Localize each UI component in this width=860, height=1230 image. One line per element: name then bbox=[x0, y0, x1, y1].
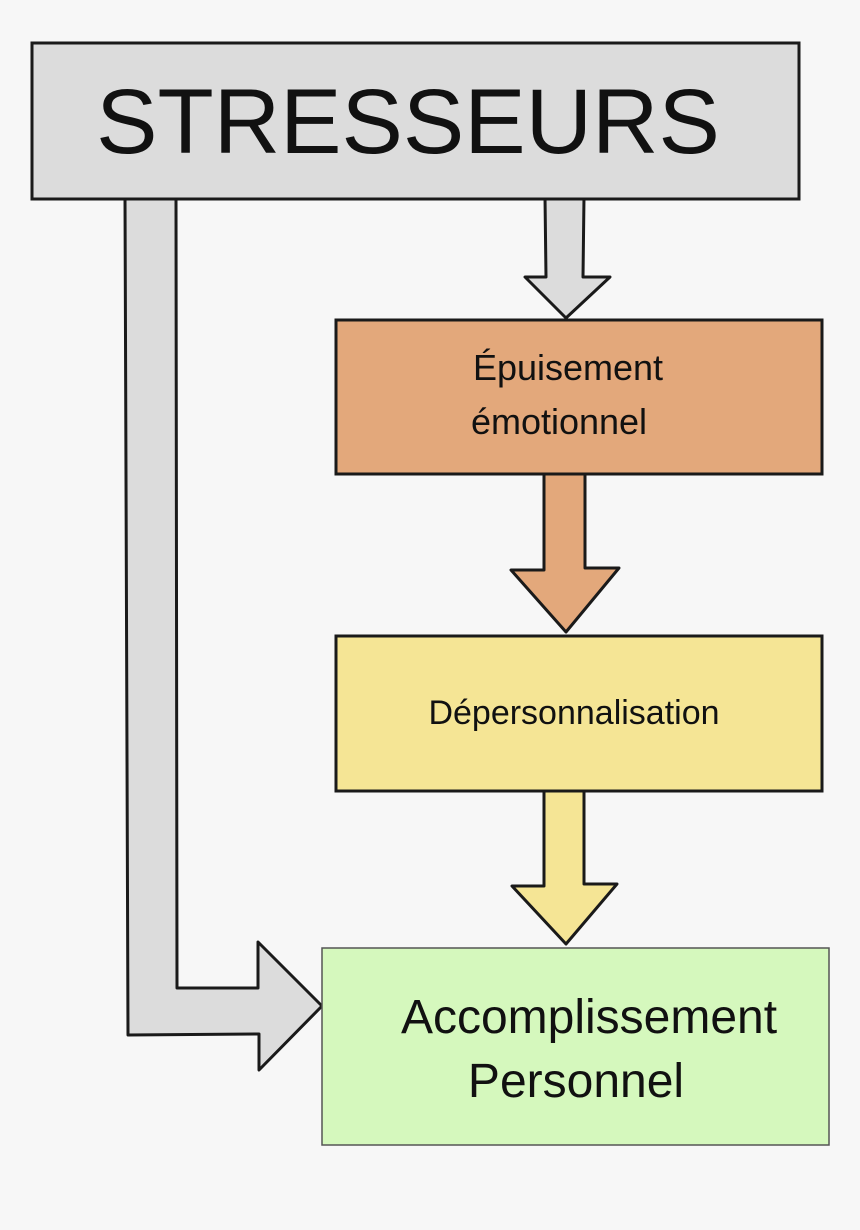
emotional-exhaustion-box bbox=[334, 318, 824, 476]
arrow-depersonalization-to-accomplishment bbox=[510, 787, 619, 946]
depersonalization-box bbox=[334, 634, 824, 793]
personal-accomplishment-label-line1: Accomplissement bbox=[401, 991, 777, 1044]
arrow-exhaustion-to-depersonalization bbox=[509, 470, 621, 634]
personal-accomplishment-box bbox=[321, 947, 830, 1146]
stressors-box bbox=[30, 41, 801, 201]
stressors-label: STRESSEURS bbox=[96, 71, 720, 173]
depersonalization-label: Dépersonnalisation bbox=[428, 694, 719, 732]
emotional-exhaustion-label-line2: émotionnel bbox=[471, 401, 647, 442]
personal-accomplishment-label-line2: Personnel bbox=[468, 1055, 684, 1108]
arrow-stressors-to-exhaustion bbox=[523, 195, 612, 320]
arrow-stressors-to-accomplishment bbox=[123, 195, 324, 1072]
emotional-exhaustion-label-line1: Épuisement bbox=[473, 347, 663, 388]
